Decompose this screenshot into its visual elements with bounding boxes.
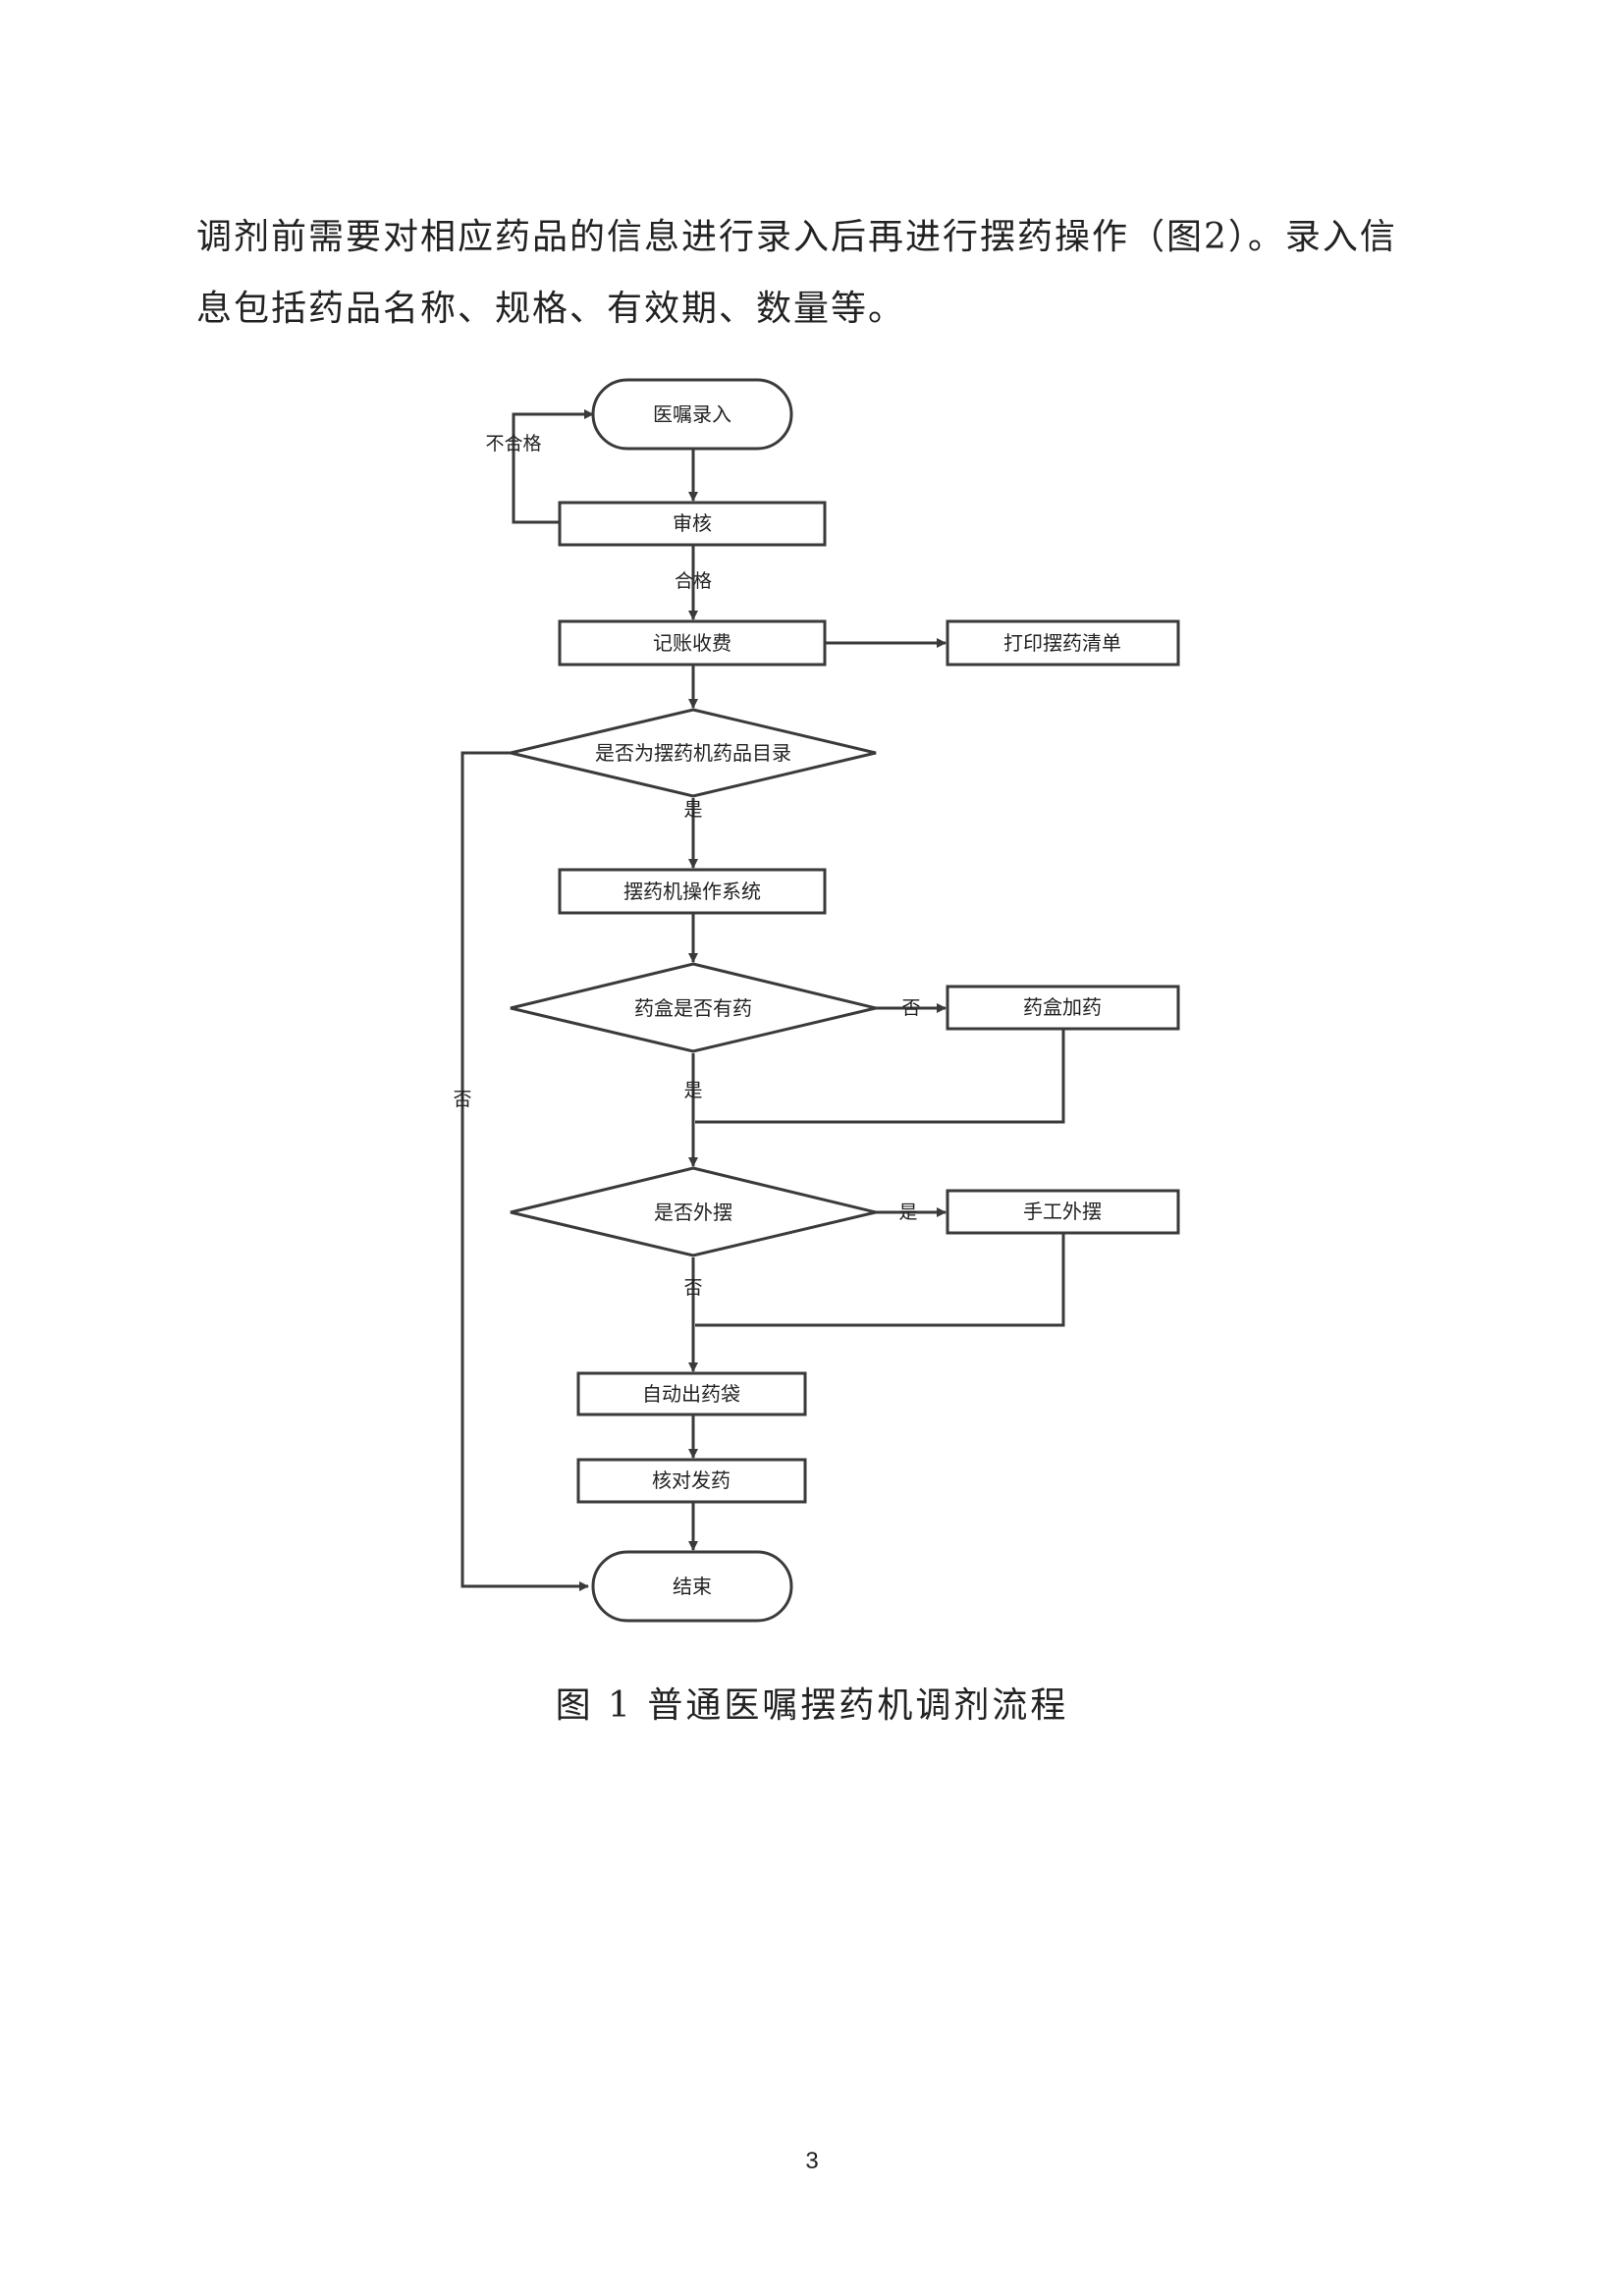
edge-label-reject: 不合格 [485, 433, 541, 454]
node-box-has-drug: 药盒是否有药 [510, 962, 877, 1053]
edge-label-external-no: 否 [683, 1277, 702, 1299]
edge-label-box-no: 否 [901, 997, 920, 1019]
node-check-dispense: 核对发药 [576, 1458, 807, 1504]
node-review-label: 审核 [673, 511, 712, 535]
edge-manual-return [695, 1233, 1065, 1327]
edge-label-pass: 合格 [675, 570, 712, 592]
node-end: 结束 [591, 1550, 793, 1623]
flowchart-connectors [460, 409, 1065, 1591]
flowchart-edge-labels: 不合格 合格 是 否 否 是 是 否 [453, 433, 920, 1299]
edge-label-external-yes: 是 [898, 1201, 917, 1223]
edge-label-catalog-yes: 是 [683, 799, 702, 821]
node-print-list: 打印摆药清单 [946, 619, 1180, 667]
edge-catalog-no [460, 751, 589, 1591]
node-review: 审核 [558, 501, 827, 547]
body-paragraph: 调剂前需要对相应药品的信息进行录入后再进行摆药操作（图2）。录入信 息包括药品名… [196, 201, 1453, 345]
node-refill-box: 药盒加药 [946, 985, 1180, 1031]
node-auto-bag: 自动出药袋 [576, 1371, 807, 1416]
node-refill-box-label: 药盒加药 [1023, 995, 1102, 1019]
node-start-label: 医嘱录入 [653, 402, 731, 426]
node-check-dispense-label: 核对发药 [652, 1468, 731, 1492]
node-machine-system: 摆药机操作系统 [558, 868, 827, 915]
node-billing: 记账收费 [558, 619, 827, 667]
node-manual-external: 手工外摆 [946, 1189, 1180, 1235]
node-billing-label: 记账收费 [653, 631, 731, 655]
node-external-label: 是否外摆 [654, 1201, 732, 1224]
node-box-has-drug-label: 药盒是否有药 [634, 996, 752, 1020]
edge-refill-return [695, 1029, 1065, 1124]
node-in-catalog-label: 是否为摆药机药品目录 [595, 741, 791, 765]
body-paragraph-line-1: 调剂前需要对相应药品的信息进行录入后再进行摆药操作（图2）。录入信 [196, 217, 1397, 257]
edge-label-catalog-no: 否 [453, 1089, 471, 1110]
node-manual-external-label: 手工外摆 [1023, 1200, 1102, 1223]
flowchart: 医嘱录入 审核 记账收费 打印摆药清单 是否为摆药机药品目录 摆药机操作系统 药… [453, 378, 1180, 1623]
node-start: 医嘱录入 [591, 378, 793, 451]
edge-label-box-yes: 是 [683, 1080, 702, 1101]
page-number: 3 [805, 2148, 819, 2174]
node-print-list-label: 打印摆药清单 [1003, 631, 1121, 655]
body-paragraph-line-2: 息包括药品名称、规格、有效期、数量等。 [196, 289, 906, 329]
node-external: 是否外摆 [510, 1166, 877, 1257]
node-end-label: 结束 [673, 1575, 712, 1598]
node-in-catalog: 是否为摆药机药品目录 [510, 708, 877, 798]
node-auto-bag-label: 自动出药袋 [642, 1382, 740, 1406]
node-machine-system-label: 摆药机操作系统 [623, 880, 761, 903]
figure-caption: 图 1 普通医嘱摆药机调剂流程 [555, 1685, 1069, 1726]
edge-reject-loop [512, 409, 594, 524]
